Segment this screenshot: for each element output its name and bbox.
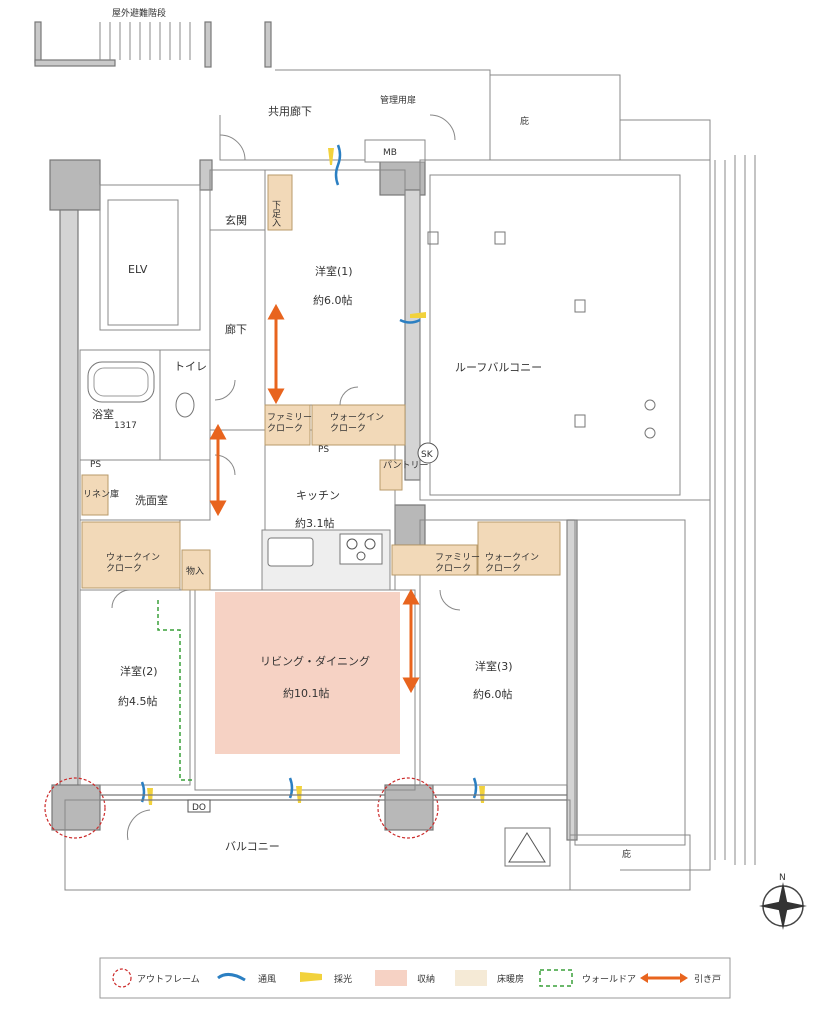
legend-storage: 収納 xyxy=(417,973,435,985)
do-box xyxy=(187,799,211,813)
label-entrance: 玄関 xyxy=(225,213,247,227)
label-western1-size: 約6.0帖 xyxy=(313,293,353,307)
label-common-corridor: 共用廊下 xyxy=(268,104,312,118)
roof-fixtures xyxy=(427,231,656,439)
label-family-closet-1: ファミリークローク xyxy=(267,413,312,434)
label-eaves-bottom: 庇 xyxy=(622,848,631,860)
legend-sliding-door: 引き戸 xyxy=(694,974,721,985)
ld-floor xyxy=(215,592,400,754)
label-ld-size: 約10.1帖 xyxy=(283,686,330,700)
legend: アウトフレーム 通風 採光 収納 床暖房 ウォールドア 引き戸 xyxy=(99,957,731,999)
label-elv: ELV xyxy=(128,263,148,276)
label-kitchen-size: 約3.1帖 xyxy=(295,516,335,530)
legend-ventilation: 通風 xyxy=(258,974,276,985)
outframe-circle xyxy=(377,777,439,839)
label-ps2: PS xyxy=(318,445,329,455)
label-balcony: バルコニー xyxy=(225,840,280,853)
legend-daylight: 採光 xyxy=(334,973,352,985)
label-storage: 物入 xyxy=(186,565,204,577)
legend-outframe: アウトフレーム xyxy=(137,974,200,985)
label-outdoor-stairs: 屋外避難階段 xyxy=(112,7,166,19)
door-swings xyxy=(111,114,461,841)
label-western1: 洋室(1) xyxy=(315,264,353,278)
legend-walk-door: ウォールドア xyxy=(582,974,636,985)
sliding-doors xyxy=(209,303,420,694)
stair-treads xyxy=(99,22,191,60)
label-western2: 洋室(2) xyxy=(120,664,158,678)
label-bath: 浴室 xyxy=(92,407,114,421)
label-roof-balcony: ルーフバルコニー xyxy=(455,361,542,374)
label-wic-left: ウォークインクローク xyxy=(106,552,160,574)
label-wic-3: ウォークインクローク xyxy=(485,552,539,574)
label-north: N xyxy=(779,873,786,883)
label-sk: SK xyxy=(421,450,434,460)
compass-icon xyxy=(759,882,807,930)
label-linen: リネン庫 xyxy=(83,488,119,500)
window-line xyxy=(100,794,567,801)
label-ld: リビング・ダイニング xyxy=(260,654,370,668)
toilet-fixture xyxy=(175,392,195,418)
label-ps: PS xyxy=(90,460,101,470)
label-mgmt-door: 管理用扉 xyxy=(380,94,416,106)
sk-marker xyxy=(417,442,439,464)
label-corridor: 廊下 xyxy=(225,322,247,336)
label-mb: MB xyxy=(383,148,397,158)
label-wic-1: ウォークインクローク xyxy=(330,412,384,434)
label-family-closet-3: ファミリークローク xyxy=(435,553,480,574)
legend-floor-heating: 床暖房 xyxy=(497,973,524,985)
walk-door-path xyxy=(157,600,195,781)
kitchen-counter xyxy=(261,529,391,591)
label-eaves-top: 庇 xyxy=(520,115,529,127)
label-western2-size: 約4.5帖 xyxy=(118,694,158,708)
label-washroom: 洗面室 xyxy=(135,493,168,507)
bathtub xyxy=(87,361,155,403)
label-bath-size: 1317 xyxy=(114,421,137,431)
label-western3-size: 約6.0帖 xyxy=(473,687,513,701)
label-shoe-box: 下足入 xyxy=(270,200,281,227)
label-do: DO xyxy=(192,803,206,813)
label-kitchen: キッチン xyxy=(296,489,340,502)
label-pantry: パントリー xyxy=(383,460,428,471)
label-toilet: トイレ xyxy=(174,360,207,373)
outframe-circle xyxy=(44,777,106,839)
label-western3: 洋室(3) xyxy=(475,659,513,673)
storage-areas xyxy=(81,174,561,591)
